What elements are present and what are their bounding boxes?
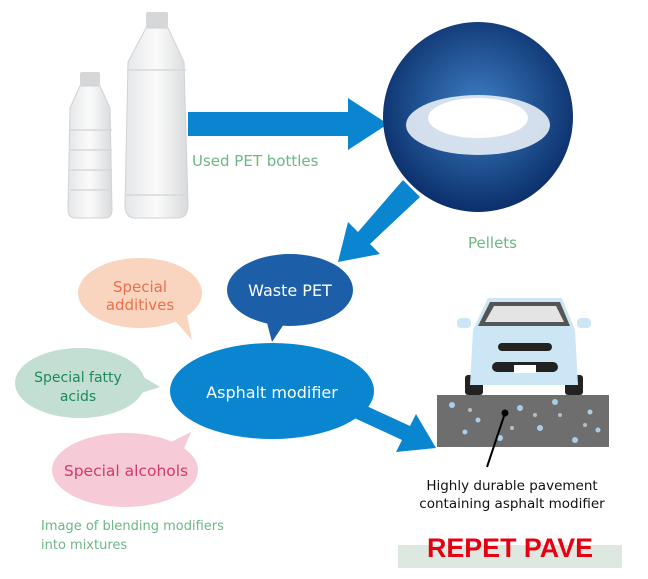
svg-text:additives: additives xyxy=(106,296,175,314)
arrow-pellets-to-waste-pet xyxy=(338,180,420,262)
pavement-image xyxy=(437,395,609,468)
small-bottle-icon xyxy=(67,72,113,219)
asphalt-modifier-bubble xyxy=(170,343,374,439)
special-alcohols-bubble: Special alcohols xyxy=(52,432,198,507)
arrow-modifier-to-pavement xyxy=(350,402,436,452)
svg-text:Waste PET: Waste PET xyxy=(248,281,332,300)
asphalt-modifier-label: Asphalt modifier xyxy=(206,383,338,402)
used-pet-bottles-label: Used PET bottles xyxy=(192,152,319,170)
arrow-bottles-to-pellets xyxy=(188,98,388,150)
brand-band xyxy=(398,545,622,568)
svg-text:acids: acids xyxy=(60,389,96,405)
brand-name: REPET PAVE xyxy=(427,533,593,563)
caption-line-1: Image of blending modifiers xyxy=(41,519,224,534)
special-additives-bubble: Special additives xyxy=(78,258,202,340)
car-icon xyxy=(457,298,591,395)
svg-text:Special alcohols: Special alcohols xyxy=(64,462,188,480)
svg-text:Special: Special xyxy=(113,278,167,296)
waste-pet-bubble: Waste PET xyxy=(227,254,353,342)
svg-text:Special fatty: Special fatty xyxy=(34,370,122,386)
special-fatty-acids-bubble: Special fatty acids xyxy=(15,348,160,418)
pavement-label-line-1: Highly durable pavement xyxy=(426,478,597,494)
large-bottle-icon xyxy=(124,12,189,219)
caption-line-2: into mixtures xyxy=(41,538,127,553)
pellets-image xyxy=(383,22,573,212)
pellets-label: Pellets xyxy=(468,234,517,252)
pavement-label-line-2: containing asphalt modifier xyxy=(419,496,605,512)
